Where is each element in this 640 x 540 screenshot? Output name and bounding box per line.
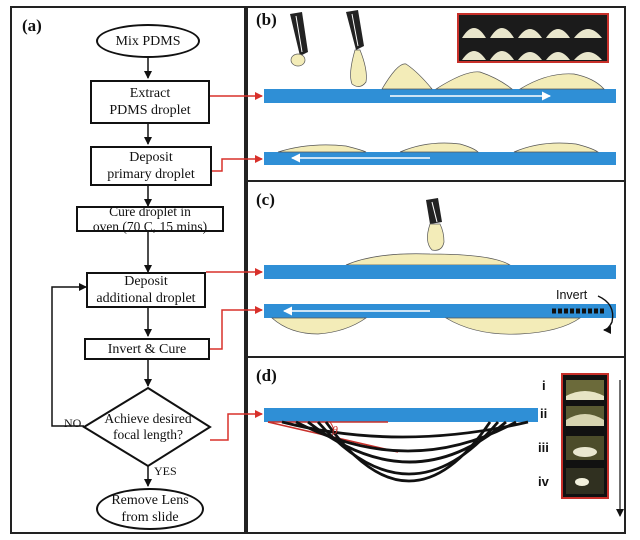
- stage-iii-label: iii: [538, 440, 549, 455]
- no-label: NO: [64, 416, 82, 430]
- glass-slide-d: [264, 408, 538, 422]
- glass-slide-c1: [264, 265, 616, 279]
- stage-iv-label: iv: [538, 474, 549, 489]
- end-node: Remove Lens from slide: [96, 488, 204, 530]
- stage-ii-label: ii: [540, 406, 548, 421]
- decision-focal-length: Achieve desired focal length?: [104, 411, 192, 442]
- stage-i-label: i: [542, 378, 546, 393]
- panel-d-label: (d): [256, 366, 277, 385]
- step-invert-cure: Invert & Cure: [84, 338, 210, 360]
- needle-icon: [290, 12, 308, 67]
- theta-label: θ: [332, 423, 338, 437]
- panel-d-graphics: [264, 373, 624, 517]
- needle-icon: [346, 10, 367, 87]
- step-extract-droplet: Extract PDMS droplet: [90, 80, 210, 124]
- step-deposit-primary: Deposit primary droplet: [90, 146, 212, 186]
- lens-photo-strip: [561, 373, 609, 499]
- panel-b-graphics: [264, 10, 616, 165]
- droplet-photo-inset: [457, 13, 609, 63]
- panel-a-label: (a): [22, 16, 42, 35]
- panel-c-graphics: [264, 198, 616, 335]
- red-link-arrows: [206, 92, 263, 441]
- needle-icon: [426, 198, 445, 251]
- panel-c-label: (c): [256, 190, 275, 209]
- invert-label: Invert: [556, 288, 588, 302]
- start-node: Mix PDMS: [96, 24, 200, 58]
- lens-profiles: [281, 420, 529, 483]
- flow-connectors: [51, 58, 152, 487]
- panel-b-label: (b): [256, 10, 277, 29]
- step-deposit-additional: Deposit additional droplet: [86, 272, 206, 308]
- glass-slide-b2: [264, 152, 616, 165]
- glass-slide-c2: [264, 304, 616, 318]
- step-cure-oven: Cure droplet in oven (70 C, 15 mins): [76, 204, 224, 234]
- yes-label: YES: [154, 464, 177, 478]
